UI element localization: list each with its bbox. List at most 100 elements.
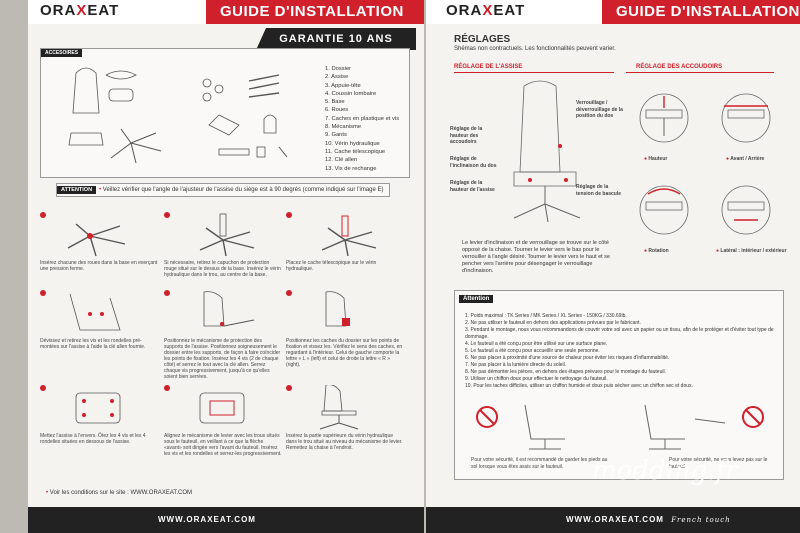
chair-parts-icon [68,67,162,164]
seat-instructions: Le levier d'inclinaison et de verrouilla… [462,240,610,274]
step-3: Placez le cache télescopique sur le véri… [286,212,404,272]
list-item: 8. Mécanisme [325,124,362,131]
callout-armrest-height: Réglage de la hauteur des accoudoirs [450,126,483,145]
divider [454,72,614,73]
step-text: Alignez le mécanisme de levier avec les … [164,433,282,457]
list-item: 1. Poids maximal : TK Series / MK Series… [465,313,627,319]
step-2: Si nécessaire, retirez le capuchon de pr… [164,212,282,278]
hydraulic-cylinder-icon [199,213,255,257]
step-marker-icon [286,290,292,296]
footer-tagline: French touch [671,516,731,524]
step-marker-icon [40,290,46,296]
list-item: 6. Roues [325,107,349,114]
step-6: Positionnez les caches du dossier sur le… [286,290,404,368]
step-marker-icon [164,290,170,296]
callout-back-tilt: Réglage de l'inclinaison du dos [450,156,497,169]
armrest-label-height: ● Hauteur [644,156,668,162]
step-5: Positionnez le mécanisme de protection d… [164,290,282,380]
step-text: Positionnez le mécanisme de protection d… [164,338,281,380]
list-item: 1. Dossier [325,66,352,72]
callout-tilt-tension: Réglage de la tension de bascule [576,184,622,197]
step-marker-icon [40,212,46,218]
right-page: ORAXEAT GUIDE D'INSTALLATION RÉGLAGES Sh… [426,0,800,533]
list-item: 10. Pour les taches difficiles, utiliser… [465,383,693,389]
seat-screws-icon [69,293,121,331]
step-1: Insérez chacune des roues dans la base e… [40,212,158,272]
brand-logo: ORAXEAT [446,0,526,24]
conditions-note: • Voir les conditions sur le site : WWW.… [46,490,193,496]
list-item: 9. Gants [325,132,347,139]
callout-seat-height: Réglage de la hauteur de l'assise [450,180,495,193]
header-title: GUIDE D'INSTALLATION [206,0,424,24]
left-page: ORAXEAT GUIDE D'INSTALLATION GARANTIE 10… [28,0,424,533]
attention-panel: Attention 1. Poids maximal : TK Series /… [454,290,784,480]
armrest-label-lateral: ● Latéral : intérieur / extérieur [716,248,787,254]
divider [626,72,774,73]
list-item: 4. Le fauteuil a été conçu pour être uti… [465,341,608,347]
armrest-label-rotation: ● Rotation [644,248,669,254]
footer-url: WWW.ORAXEAT.COM [158,515,256,524]
step-text: Positionnez les caches du dossier sur le… [286,338,403,368]
reglages-subtitle: Shémas non contractuels. Les fonctionnal… [454,46,616,52]
accessories-panel: ACCESOIRES 1. Dossier 2. Assise 3. Appui… [40,48,410,178]
base-wheels-icon [67,223,126,257]
callout-back-lock: Verrouillage / déverrouillage de la posi… [576,100,623,119]
attention-tag: Attention [459,295,494,303]
list-item: 11. Cache télescopique [325,148,386,155]
list-item: 12. Clé allen [325,157,358,164]
step-9: Insérez la partie supérieure du vérin hy… [286,384,404,451]
feet-on-floor-icon [476,404,565,450]
list-item: 9. Utiliser un chiffon doux pour effectu… [465,376,608,382]
armrest-section-title: RÉGLAGE DES ACCOUDOIRS [636,64,723,70]
list-item: 2. Assise [325,74,349,81]
parts-list: 1. Dossier 2. Assise 3. Appuie-tête 4. C… [325,65,399,173]
step-text: Si nécessaire, retirez le capuchon de pr… [164,260,281,278]
attention-text: • Veillez vérifier que l'angle de l'ajus… [99,187,384,193]
warranty-banner: GARANTIE 10 ANS [256,28,416,50]
watermark: modding.fr [592,456,738,486]
accessories-tag: ACCESOIRES [41,49,83,57]
armrest-lateral-icon [721,185,771,235]
header-title: GUIDE D'INSTALLATION [602,0,800,24]
list-item: 7. Ne pas placer à la lumière directe du… [465,362,567,368]
backrest-mount-icon [203,291,255,327]
right-header: ORAXEAT GUIDE D'INSTALLATION [426,0,800,24]
list-item: 13. Vis de rechange [325,165,377,172]
list-item: 5. Le fauteuil a été conçu pour accueill… [465,348,600,354]
armrest-front-back-icon [721,93,771,143]
list-item: 6. Ne pas placer à proximité d'une sourc… [465,355,670,361]
step-marker-icon [164,385,170,391]
brand-logo: ORAXEAT [40,0,120,24]
mechanism-icon [199,392,245,424]
list-item: 5. Base [325,99,345,106]
step-text: Dévissez et retirez les vis et les ronde… [40,338,146,350]
telescopic-cover-icon [321,215,377,257]
backrest-covers-icon [325,291,350,327]
step-marker-icon [286,385,292,391]
list-item: 10. Vérin hydraulique [325,140,380,147]
assembled-chair-icon [319,384,359,430]
list-item: 3. Appuie-tête [325,82,361,89]
safety-note-right: Pour votre sécurité, ne vous levez pas s… [669,457,768,470]
step-marker-icon [40,385,46,391]
list-item: 8. Ne pas démonter les pièces, en dehors… [465,369,666,375]
attention-tag: ATTENTION [57,186,97,194]
step-text: Insérez la partie supérieure du vérin hy… [286,433,403,451]
step-text: Insérez chacune des roues dans la base e… [40,260,158,272]
seat-section-title: RÉGLAGE DE L'ASSISE [454,64,523,70]
right-footer: WWW.ORAXEAT.COM French touch [426,507,800,533]
safety-note-left: Pour votre sécurité, il est recommandé d… [471,457,608,470]
step-8: Alignez le mécanisme de levier avec les … [164,385,282,457]
chair-diagram-icon [513,80,581,223]
step-text: Mettez l'assise à l'envers. Ôtez les 4 v… [40,433,146,445]
list-item: 2. Ne pas utiliser le fauteuil en dehors… [465,320,641,326]
no-standing-icon [644,404,764,450]
armrest-height-icon [639,93,689,143]
warnings-list: 1. Poids maximal : TK Series / MK Series… [465,313,780,390]
hardware-parts-icon [202,74,288,158]
list-item: 4. Coussin lombaire [325,90,377,97]
step-marker-icon [164,212,170,218]
footer-url: WWW.ORAXEAT.COM [566,515,664,524]
attention-bar: ATTENTION • Veillez vérifier que l'angle… [56,183,390,197]
list-item: 3. Pendant le montage, nous vous recomma… [465,327,774,340]
